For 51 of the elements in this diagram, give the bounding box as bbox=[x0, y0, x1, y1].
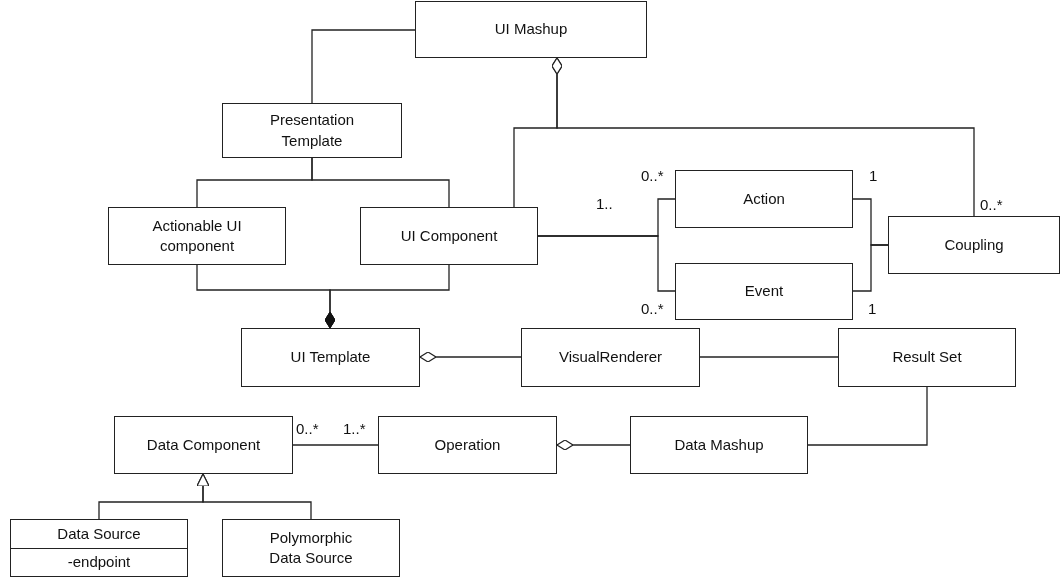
multiplicity-label: 0..* bbox=[296, 420, 319, 437]
multiplicity-label: 0..* bbox=[641, 167, 664, 184]
class-attribute: -endpoint bbox=[66, 552, 132, 573]
class-box bbox=[888, 216, 1060, 274]
class-name: Action bbox=[742, 188, 786, 209]
class-name: UI Mashup bbox=[493, 19, 569, 40]
aggregation-line bbox=[324, 264, 450, 329]
class-box bbox=[675, 170, 853, 228]
aggregation-line bbox=[551, 57, 975, 217]
class-name: Operation bbox=[433, 434, 502, 455]
class-name: Data Component bbox=[145, 434, 262, 455]
class-box bbox=[360, 207, 538, 265]
class-box bbox=[838, 328, 1016, 387]
multiplicity-label: 1 bbox=[868, 300, 877, 317]
multiplicity-label: 1 bbox=[869, 167, 878, 184]
aggregation-line bbox=[556, 439, 631, 451]
multiplicity-label: 1..* bbox=[343, 420, 366, 437]
class-name: Actionable UI component bbox=[151, 215, 243, 256]
class-name: Result Set bbox=[891, 347, 963, 368]
class-name: Data Mashup bbox=[673, 434, 765, 455]
association-line bbox=[311, 29, 416, 104]
class-box bbox=[222, 519, 400, 577]
class-box bbox=[675, 263, 853, 320]
class-box bbox=[222, 103, 402, 158]
class-box bbox=[378, 416, 557, 474]
association-line bbox=[311, 157, 450, 208]
class-name: Presentation Template bbox=[268, 110, 356, 151]
class-box bbox=[521, 328, 700, 387]
class-name: VisualRenderer bbox=[557, 347, 664, 368]
class-name: UI Template bbox=[289, 347, 372, 368]
class-box bbox=[108, 207, 286, 265]
association-line bbox=[852, 244, 889, 292]
class-name: Polymorphic Data Source bbox=[268, 527, 354, 568]
class-box bbox=[10, 519, 188, 577]
aggregation-line bbox=[419, 351, 522, 363]
class-box bbox=[114, 416, 293, 474]
class-name: Coupling bbox=[943, 234, 1005, 255]
association-line bbox=[699, 356, 839, 358]
multiplicity-label: 0..* bbox=[980, 196, 1003, 213]
class-name: Data Source bbox=[56, 523, 142, 544]
multiplicity-label: 1.. bbox=[596, 195, 613, 212]
class-box bbox=[241, 328, 420, 387]
class-box bbox=[415, 1, 647, 58]
association-line bbox=[537, 235, 676, 292]
association-line bbox=[807, 386, 928, 446]
generalization-arrow bbox=[196, 473, 312, 520]
class-box bbox=[630, 416, 808, 474]
class-name: Event bbox=[743, 281, 785, 302]
multiplicity-label: 0..* bbox=[641, 300, 664, 317]
association-line bbox=[292, 444, 379, 446]
class-name: UI Component bbox=[399, 225, 499, 246]
